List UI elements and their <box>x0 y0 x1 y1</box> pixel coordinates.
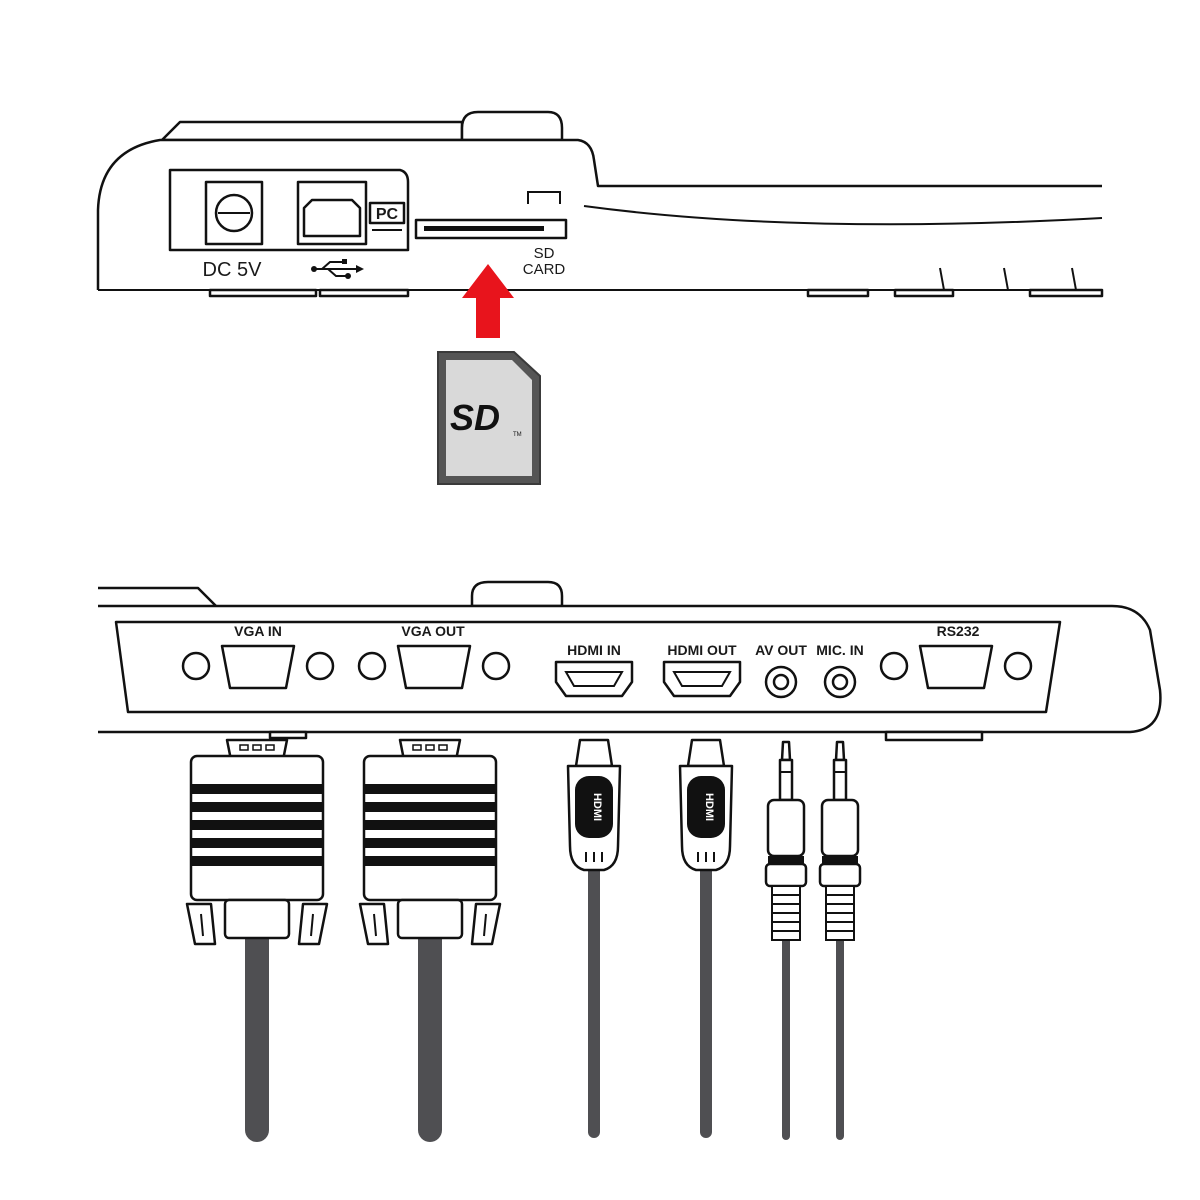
sd-card: SD TM <box>437 351 541 485</box>
cables <box>245 862 844 1142</box>
top-foot <box>1028 288 1104 298</box>
bottom-foot <box>884 730 984 742</box>
top-device-curve <box>583 205 1103 226</box>
vga-out-port[interactable] <box>357 644 511 690</box>
top-tick <box>939 267 945 291</box>
pc-label: PC <box>376 206 399 223</box>
sd-label-line1: SD <box>534 245 555 262</box>
insert-arrow <box>462 264 514 338</box>
top-device: PC DC 5V SD CARD <box>96 110 1104 298</box>
vga-in-plug <box>185 738 329 946</box>
vga-in-port[interactable] <box>181 644 335 690</box>
sd-eject-mark <box>527 191 561 204</box>
port-label-mic-in: MIC. IN <box>816 642 863 658</box>
rs232-port[interactable] <box>879 644 1033 690</box>
top-tick <box>1003 267 1009 291</box>
port-label-hdmi-in: HDMI IN <box>567 642 621 658</box>
port-label-av-out: AV OUT <box>755 642 807 658</box>
hdmi-in-plug-text: HDMI <box>591 793 603 821</box>
top-device-knob <box>460 110 564 142</box>
sd-label-line2: CARD <box>523 261 566 278</box>
top-tick <box>1071 267 1077 291</box>
top-device-lid <box>160 120 464 142</box>
av-out-audio-plug <box>764 740 808 941</box>
pc-badge <box>368 201 406 225</box>
bottom-foot <box>268 730 308 740</box>
sd-tm: TM <box>513 432 522 438</box>
top-foot <box>893 288 955 298</box>
hdmi-out-plug-text: HDMI <box>703 793 715 821</box>
sd-slot-opening <box>424 226 544 231</box>
hdmi-in-plug: HDMI <box>566 738 622 872</box>
usb-icon <box>311 259 364 279</box>
hdmi-in-port[interactable] <box>554 660 634 698</box>
top-foot <box>806 288 870 298</box>
bottom-device: VGA IN VGA OUT HDMI IN HDMI OUT AV OUT M… <box>98 580 1162 742</box>
av-out-jack[interactable] <box>764 665 798 699</box>
mic-in-audio-plug <box>818 740 862 941</box>
port-label-hdmi-out: HDMI OUT <box>667 642 737 658</box>
vga-out-plug <box>358 738 502 946</box>
port-label-vga-in: VGA IN <box>234 623 282 639</box>
port-label-vga-out: VGA OUT <box>401 623 465 639</box>
usb-b-socket <box>302 198 362 238</box>
mic-in-jack[interactable] <box>823 665 857 699</box>
bottom-device-lid <box>98 586 217 607</box>
bottom-device-knob <box>470 580 564 608</box>
port-label-rs232: RS232 <box>937 623 980 639</box>
hdmi-out-plug: HDMI <box>678 738 734 872</box>
top-foot <box>208 288 318 298</box>
sd-card-face <box>446 360 532 476</box>
dc-label: DC 5V <box>203 259 263 281</box>
top-foot <box>318 288 410 298</box>
hdmi-out-port[interactable] <box>662 660 742 698</box>
sd-logo: SD <box>450 397 500 438</box>
